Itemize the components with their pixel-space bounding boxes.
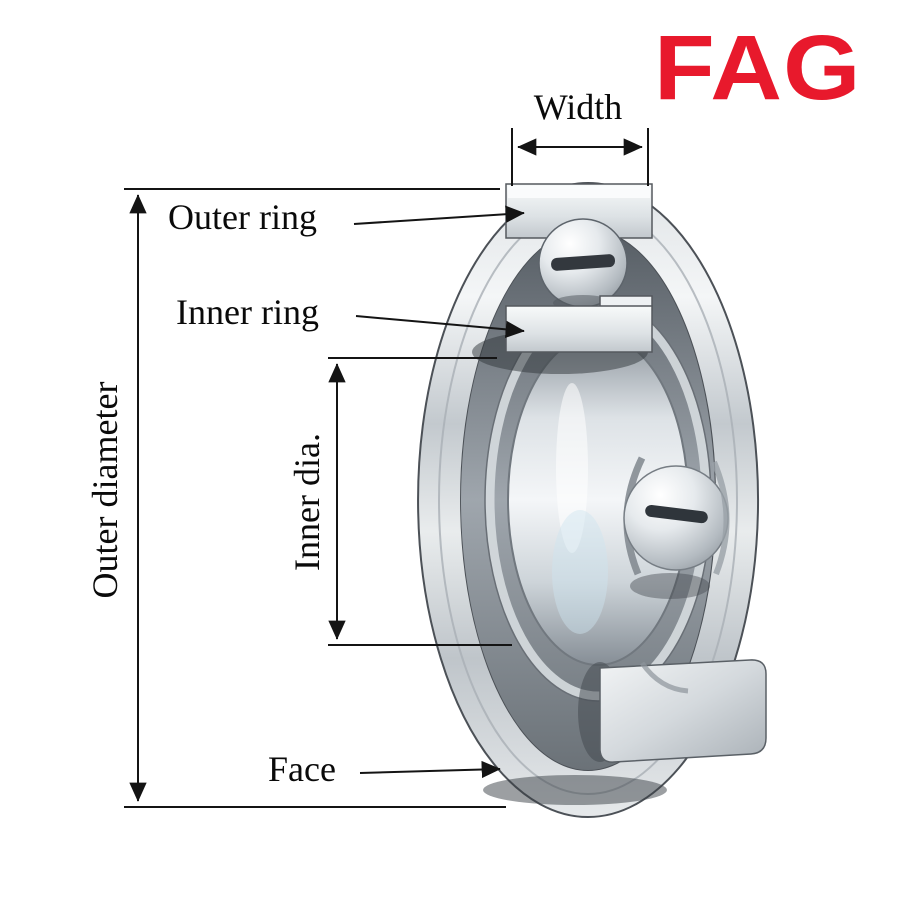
inner-ring-label: Inner ring — [176, 292, 319, 332]
dimension-graphics — [124, 128, 649, 808]
bottom-section-groove — [639, 661, 689, 694]
bottom-ring-shadow — [483, 775, 667, 805]
top-inner-ring-section — [505, 305, 653, 353]
width-label: Width — [533, 87, 623, 127]
outer-diameter-dimension — [124, 188, 506, 808]
top-outer-ring-highlight — [508, 186, 650, 198]
width-dimension — [511, 128, 649, 186]
face-leader-arrow — [359, 760, 501, 779]
outer-ring-leader-arrow — [353, 205, 525, 225]
mid-ball-slit — [645, 504, 708, 524]
outer-diameter-label: Outer diameter — [85, 381, 126, 599]
bore-blue-tint — [552, 510, 608, 634]
mid-ball-shadow — [630, 573, 710, 599]
bearing-illustration — [417, 182, 767, 818]
bottom-cross-section — [599, 659, 767, 763]
cage-right-edge — [711, 460, 730, 576]
bore-highlight — [556, 383, 588, 553]
top-ball-slit — [551, 254, 616, 271]
fag-logo: FAG — [654, 17, 862, 119]
inner-dia-label: Inner dia. — [287, 433, 328, 571]
inner-ring-leader-arrow — [355, 315, 525, 339]
face-label: Face — [268, 749, 336, 789]
outer-ring-label: Outer ring — [168, 197, 317, 237]
inner-diameter-dimension — [328, 357, 512, 646]
